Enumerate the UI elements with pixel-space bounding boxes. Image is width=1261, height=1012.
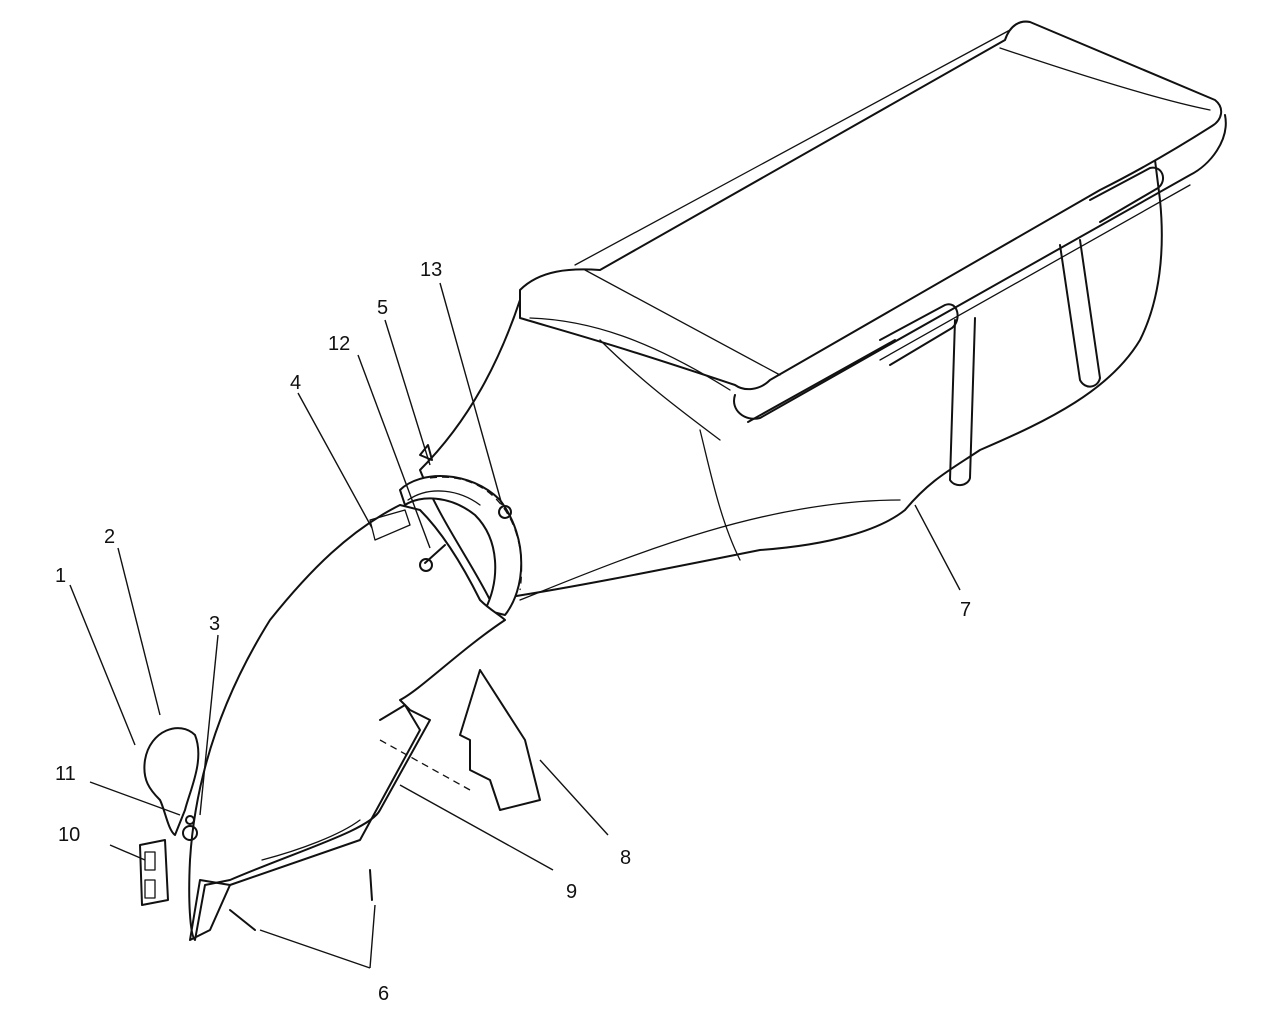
callout-10: 10 [58, 824, 80, 846]
grass-bag [419, 20, 1227, 601]
callout-2: 2 [104, 526, 115, 548]
callout-1: 1 [55, 565, 66, 587]
callout-5: 5 [377, 297, 388, 319]
callout-6: 6 [378, 983, 389, 1005]
callout-4: 4 [290, 372, 301, 394]
callout-12: 12 [328, 333, 350, 355]
callout-3: 3 [209, 613, 220, 635]
callout-13: 13 [420, 259, 442, 281]
discharge-chute [188, 504, 506, 941]
callout-11: 11 [55, 763, 76, 785]
fasteners [185, 444, 512, 931]
callout-labels: 1 2 3 4 5 6 7 8 9 10 11 12 13 [55, 259, 971, 1005]
bag-adapter-ring [399, 475, 523, 616]
callout-8: 8 [620, 847, 631, 869]
handle [143, 727, 200, 841]
latch-plate [139, 839, 169, 906]
bracket [379, 669, 541, 811]
callout-7: 7 [960, 599, 971, 621]
callout-9: 9 [566, 881, 577, 903]
